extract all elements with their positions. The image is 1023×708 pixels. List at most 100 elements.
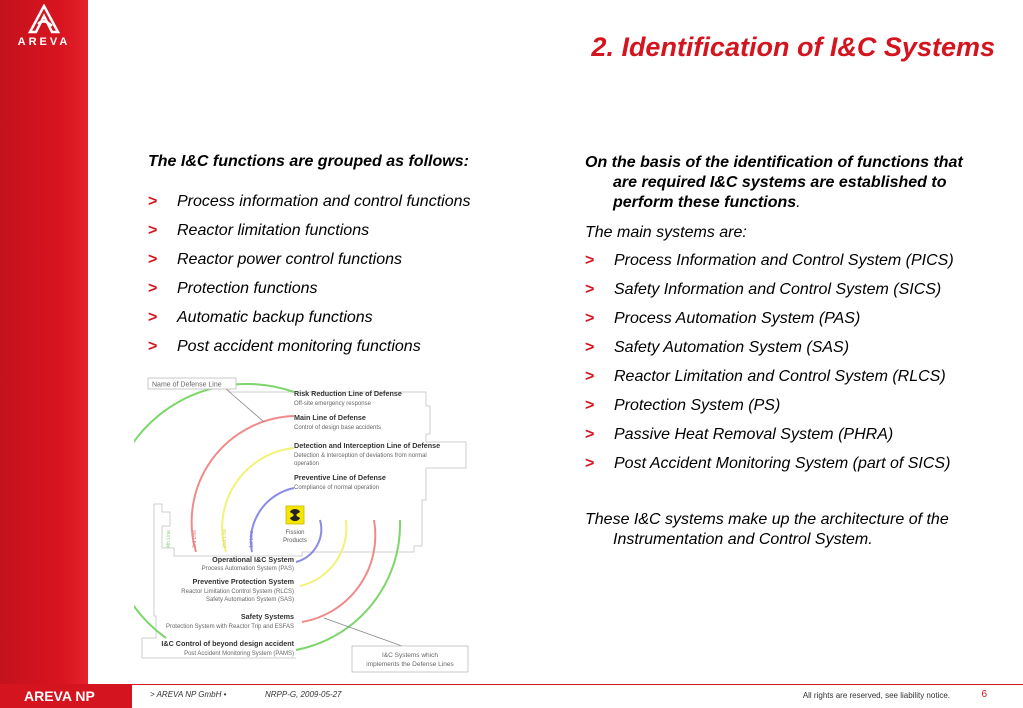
line-sub-detection: Detection & interception of deviations f… bbox=[294, 453, 427, 459]
systems-list: > Process Information and Control System … bbox=[585, 251, 985, 474]
list-item-text: Reactor Limitation and Control System (R… bbox=[614, 368, 946, 385]
slide-title: 2. Identification of I&C Systems bbox=[591, 32, 995, 62]
bullet: > bbox=[585, 339, 595, 356]
list-item: > Post accident monitoring functions bbox=[148, 337, 528, 357]
system-sub-preventive-2: Safety Automation System (SAS) bbox=[206, 597, 294, 603]
tag-3rd-line: 3rd Line bbox=[192, 530, 198, 548]
system-sub-preventive: Reactor Limitation Control System (RLCS) bbox=[181, 589, 294, 595]
list-item: > Protection functions bbox=[148, 279, 528, 299]
name-label-pointer bbox=[225, 388, 265, 423]
list-item-text: Protection System (PS) bbox=[614, 397, 781, 414]
tag-1st-line: 1st Line bbox=[249, 530, 255, 548]
bullet: > bbox=[585, 281, 595, 298]
bullet: > bbox=[148, 222, 158, 239]
intro-text: On the basis of the identification of fu… bbox=[585, 154, 963, 211]
list-item-text: Post accident monitoring functions bbox=[177, 338, 421, 355]
page-number: 6 bbox=[981, 689, 987, 700]
callout-text: I&C Systems which bbox=[382, 652, 438, 659]
fission-label-2: Products bbox=[283, 538, 307, 544]
left-brand-bar: AREVA bbox=[0, 0, 88, 708]
bullet: > bbox=[585, 397, 595, 414]
name-label: Name of Defense Line bbox=[152, 382, 222, 389]
list-item-text: Process Information and Control System (… bbox=[614, 252, 954, 269]
logo-text: AREVA bbox=[17, 36, 71, 48]
arc-detection bbox=[221, 447, 295, 553]
systems-intro: On the basis of the identification of fu… bbox=[585, 153, 985, 213]
line-title-detection: Detection and Interception Line of Defen… bbox=[294, 441, 440, 450]
line-sub-risk: Off-site emergency response bbox=[294, 401, 372, 407]
list-item: > Process Information and Control System … bbox=[585, 251, 985, 271]
callout-box bbox=[351, 645, 469, 673]
arc-preventive bbox=[249, 487, 295, 553]
system-title-operational: Operational I&C System bbox=[212, 555, 294, 564]
line-sub-preventive: Compliance of normal operation bbox=[294, 485, 379, 491]
radiation-icon bbox=[285, 505, 305, 525]
bullet: > bbox=[148, 251, 158, 268]
tag-4th-line: 4th Line bbox=[166, 530, 172, 548]
bullet: > bbox=[148, 280, 158, 297]
functions-heading: The I&C functions are grouped as follows… bbox=[148, 153, 469, 170]
list-item-text: Protection functions bbox=[177, 280, 318, 297]
diagram-outline bbox=[141, 388, 467, 659]
main-systems-label: The main systems are: bbox=[585, 224, 747, 241]
footer-rights: All rights are reserved, see liability n… bbox=[802, 691, 950, 700]
areva-logo: AREVA bbox=[0, 4, 88, 48]
list-item-text: Passive Heat Removal System (PHRA) bbox=[614, 426, 894, 443]
bullet: > bbox=[148, 338, 158, 355]
list-item: > Automatic backup functions bbox=[148, 308, 528, 328]
functions-list: > Process information and control functio… bbox=[148, 192, 528, 357]
list-item-text: Reactor power control functions bbox=[177, 251, 402, 268]
bullet: > bbox=[585, 368, 595, 385]
intro-period: . bbox=[796, 194, 801, 211]
list-item: > Reactor power control functions bbox=[148, 250, 528, 270]
list-item: > Reactor Limitation and Control System (… bbox=[585, 367, 985, 387]
line-title-main: Main Line of Defense bbox=[294, 413, 366, 422]
bullet: > bbox=[148, 193, 158, 210]
footer-doc-code: NRPP-G, 2009-05-27 bbox=[265, 690, 342, 699]
list-item-text: Post Accident Monitoring System (part of… bbox=[614, 455, 951, 472]
bullet: > bbox=[148, 309, 158, 326]
defense-lines-diagram: Name of Defense Line Risk Reduction Line… bbox=[134, 376, 474, 676]
list-item: > Safety Automation System (SAS) bbox=[585, 338, 985, 358]
fission-label: Fission bbox=[285, 530, 304, 536]
arc-safety bbox=[301, 519, 377, 623]
system-sub-operational: Process Automation System (PAS) bbox=[202, 566, 294, 572]
footer-company: > AREVA NP GmbH • bbox=[150, 690, 227, 699]
defense-lines-svg: Name of Defense Line Risk Reduction Line… bbox=[134, 377, 469, 673]
systems-column: On the basis of the identification of fu… bbox=[585, 153, 985, 550]
list-item: > Passive Heat Removal System (PHRA) bbox=[585, 425, 985, 445]
functions-column: The I&C functions are grouped as follows… bbox=[148, 153, 528, 366]
systems-outro: These I&C systems make up the architectu… bbox=[585, 511, 949, 548]
list-item-text: Safety Automation System (SAS) bbox=[614, 339, 850, 356]
line-sub-detection-2: operation bbox=[294, 461, 319, 467]
bullet: > bbox=[585, 455, 595, 472]
arc-main bbox=[190, 415, 295, 553]
list-item-text: Safety Information and Control System (S… bbox=[614, 281, 942, 298]
arc-preventive-protection bbox=[299, 519, 348, 587]
list-item: > Safety Information and Control System (… bbox=[585, 280, 985, 300]
system-sub-safety: Protection System with Reactor Trip and … bbox=[166, 624, 294, 630]
list-item-text: Process Automation System (PAS) bbox=[614, 310, 861, 327]
bullet: > bbox=[585, 252, 595, 269]
footer bbox=[0, 684, 1023, 708]
arc-beyond-design bbox=[295, 519, 402, 651]
bullet: > bbox=[585, 426, 595, 443]
system-sub-beyond: Post Accident Monitoring System (PAMS) bbox=[184, 651, 294, 657]
system-title-beyond: I&C Control of beyond design accident bbox=[161, 639, 294, 648]
arc-operational bbox=[295, 519, 323, 563]
bullet: > bbox=[585, 310, 595, 327]
list-item: > Post Accident Monitoring System (part o… bbox=[585, 454, 985, 474]
footer-brand: AREVA NP bbox=[0, 684, 132, 708]
system-title-safety: Safety Systems bbox=[241, 612, 294, 621]
line-sub-main: Control of design base accidents bbox=[294, 425, 381, 431]
areva-a-icon bbox=[27, 4, 61, 34]
tag-2nd-line: 2nd Line bbox=[222, 529, 228, 548]
system-title-preventive: Preventive Protection System bbox=[193, 577, 294, 586]
callout-pointer bbox=[323, 617, 403, 647]
name-label-box bbox=[147, 377, 237, 390]
line-title-risk: Risk Reduction Line of Defense bbox=[294, 389, 402, 398]
list-item-text: Process information and control function… bbox=[177, 193, 471, 210]
list-item: > Process Automation System (PAS) bbox=[585, 309, 985, 329]
list-item: > Protection System (PS) bbox=[585, 396, 985, 416]
list-item-text: Automatic backup functions bbox=[177, 309, 373, 326]
